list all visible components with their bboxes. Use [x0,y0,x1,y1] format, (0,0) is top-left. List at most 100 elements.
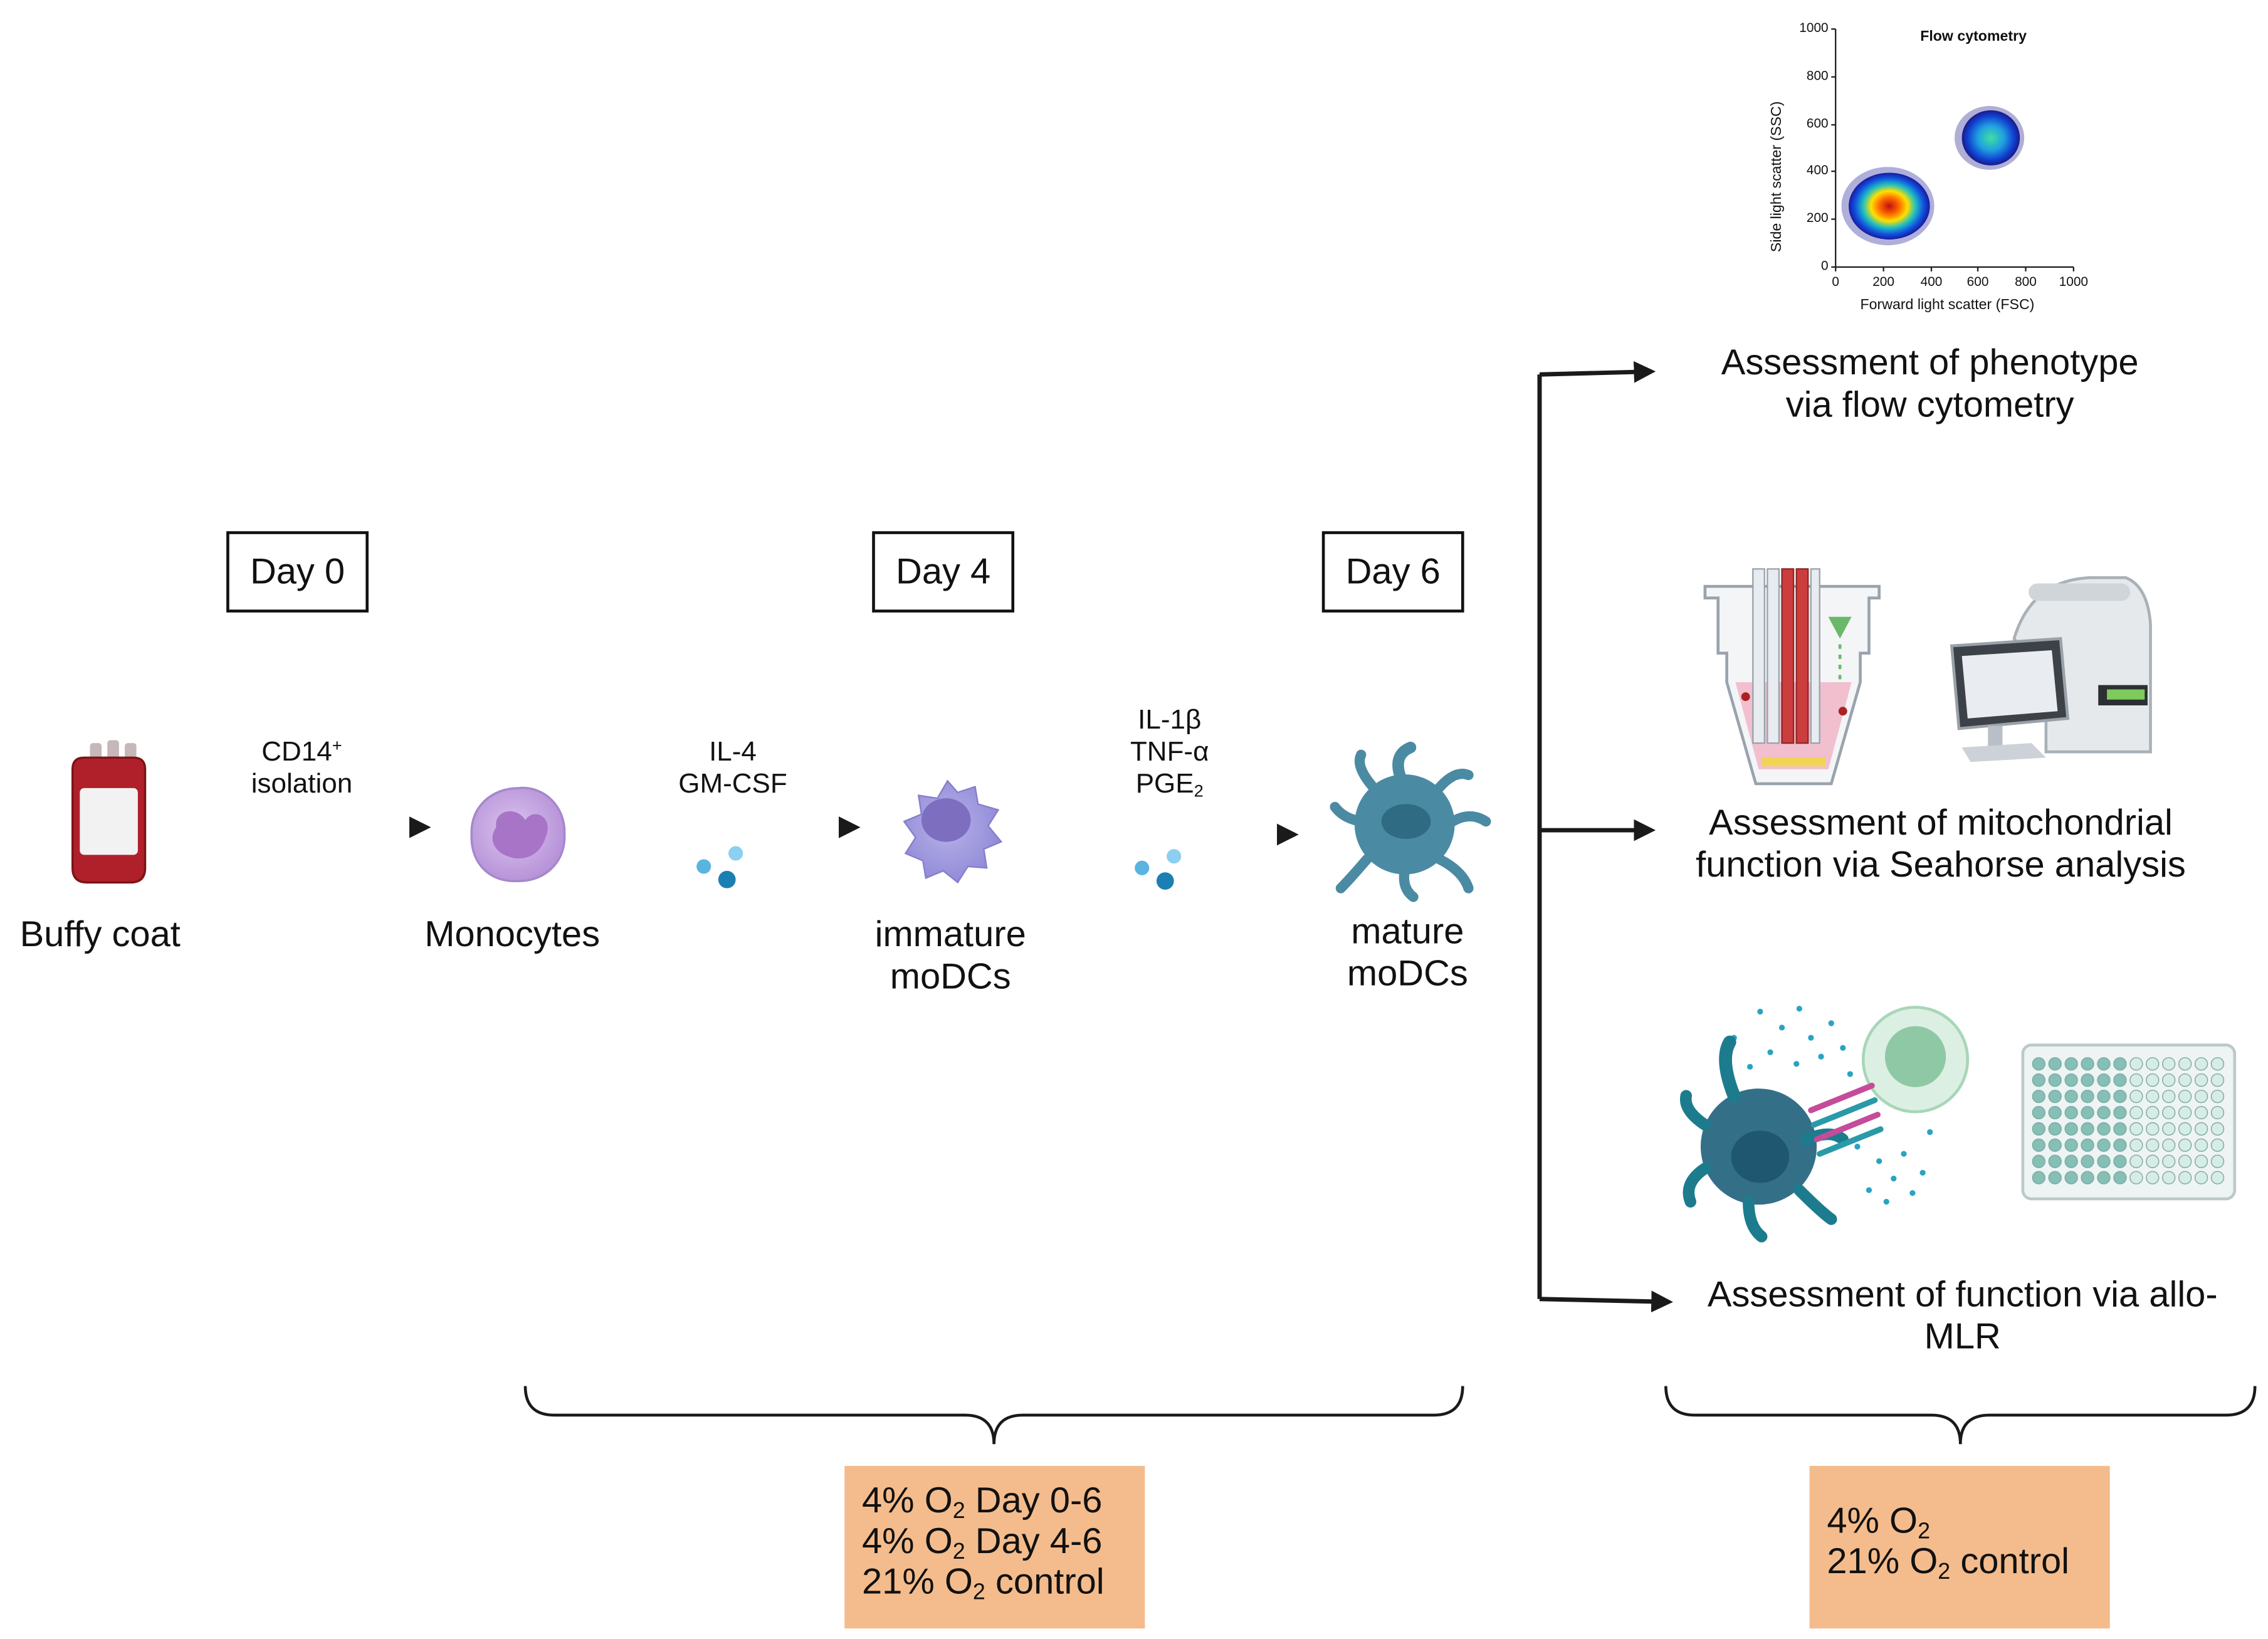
il1b-text: IL-1β [1138,705,1202,736]
plate-well [2178,1073,2192,1087]
plate-well [2146,1057,2160,1071]
plate-well [2081,1057,2094,1071]
plate-well [2064,1122,2078,1136]
plate-well [2210,1171,2225,1184]
plate-well [2162,1122,2176,1136]
plate-well [2129,1105,2143,1120]
flow-ytick-800: 800 [1806,68,1829,83]
plate-well [2048,1154,2062,1168]
plate-well [2210,1105,2225,1120]
plate-well [2194,1105,2208,1120]
plate-well [2048,1073,2062,1087]
plate-well [2032,1089,2045,1104]
flow-ytick-400: 400 [1806,162,1829,177]
plate-well [2113,1138,2127,1152]
plate-well [2178,1138,2192,1152]
flow-ytick-0: 0 [1821,258,1829,273]
seahorse-cartridge-icon [1703,568,1881,786]
plate-well [2162,1154,2176,1168]
plate-well [2032,1171,2045,1184]
plate-well [2113,1171,2127,1184]
plate-well [2194,1171,2208,1184]
plate-well [2178,1089,2192,1104]
plate-well [2162,1057,2176,1071]
plate-well [2081,1073,2094,1087]
immature-line-1: immature [874,914,1026,956]
condition-left-3: 21% O2 control [861,1561,1105,1605]
plate-well [2210,1122,2225,1136]
day-6-box: Day 6 [1321,531,1464,613]
mitochondrial-line-2: function via Seahorse analysis [1696,844,2186,885]
plate-well [2097,1171,2111,1184]
flow-xtick-800: 800 [2015,274,2037,289]
condition-right-1: 4% O2 [1827,1500,1931,1544]
day-4-label: Day 4 [896,551,991,592]
plate-well [2097,1138,2111,1152]
monocyte-icon [470,786,566,882]
condition-right-2: 21% O2 control [1827,1541,2070,1585]
plate-well [2064,1138,2078,1152]
flow-ticks [1831,28,2075,271]
plate-well [2210,1073,2225,1087]
mature-modcs-label: mature moDCs [1306,912,1509,995]
plate-well [2097,1154,2111,1168]
population-b [1961,110,2020,166]
immature-dc-icon [903,779,1003,884]
plate-well [2032,1122,2045,1136]
secreted-cytokine-dots [1731,1006,1933,1205]
plate-well [2113,1073,2127,1087]
plate-well [2194,1089,2208,1104]
plate-well [2162,1105,2176,1120]
condition-left-2: 4% O2 Day 4-6 [861,1520,1103,1565]
plate-well [2178,1122,2192,1136]
plate-well [2210,1057,2225,1071]
plate-well [2032,1138,2045,1152]
plate-well [2113,1154,2127,1168]
arrow-to-function [1539,1290,1673,1313]
plate-well [2129,1122,2143,1136]
day-0-label: Day 0 [249,551,345,592]
assessment-phenotype: Assessment of phenotype via flow cytomet… [1683,342,2176,426]
cd14-text: CD14 [261,737,332,768]
blood-bag-icon [71,740,147,884]
cytokine-dots-1 [696,846,743,888]
function-line-1: Assessment of function via allo- [1707,1274,2218,1315]
plate-well [2064,1089,2078,1104]
immature-line-2: moDCs [890,956,1011,997]
plate-well [2064,1171,2078,1184]
plate-well [2064,1154,2078,1168]
plate-well [2129,1154,2143,1168]
cd14-sup: + [332,736,342,756]
plate-well [2064,1105,2078,1120]
day-6-label: Day 6 [1345,551,1441,592]
allo-mlr-icon [1680,1006,1970,1243]
pge-text: PGE [1135,769,1194,799]
arrow-to-phenotype [1539,361,1656,383]
flow-xtick-1000: 1000 [2059,274,2089,289]
buffy-coat-label: Buffy coat [19,914,181,956]
plate-well [2194,1138,2208,1152]
plate-well [2178,1171,2192,1184]
plate-well [2113,1089,2127,1104]
assessment-function: Assessment of function via allo- MLR [1683,1274,2242,1357]
plate-well [2162,1089,2176,1104]
plate-well [2097,1057,2111,1071]
plate-well [2048,1122,2062,1136]
brace-left [523,1386,1464,1445]
day-4-box: Day 4 [872,531,1015,613]
plate-well [2113,1057,2127,1071]
plate-well [2113,1122,2127,1136]
treatment-cd14: CD14+ isolation [215,737,389,801]
plate-well [2146,1138,2160,1152]
mature-dc-icon [1330,741,1491,902]
plate-well [2081,1154,2094,1168]
plate-well [2129,1089,2143,1104]
flow-xtick-400: 400 [1920,274,1943,289]
flow-xtick-200: 200 [1872,274,1895,289]
flow-ytick-600: 600 [1806,116,1829,131]
plate-well [2162,1171,2176,1184]
isolation-text: isolation [251,769,353,800]
plate-well [2146,1089,2160,1104]
day-0-box: Day 0 [226,531,369,613]
plate-well [2097,1105,2111,1120]
